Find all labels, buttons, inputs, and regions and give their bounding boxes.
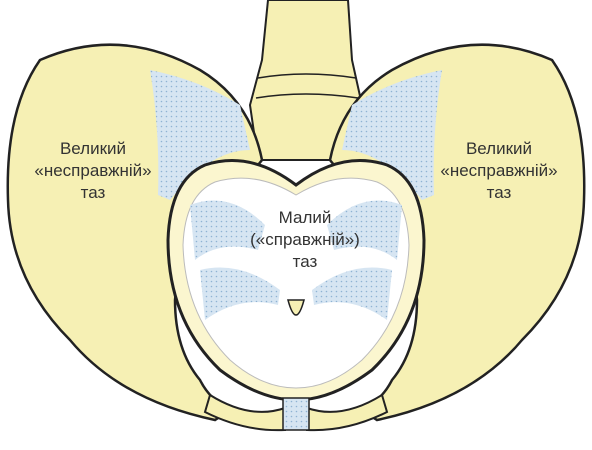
label-false-pelvis-left: Великий «несправжній» таз [8, 138, 178, 204]
label-line: «несправжній» [414, 160, 584, 182]
label-line: таз [414, 182, 584, 204]
pubic-symphysis [205, 395, 387, 430]
label-line: таз [8, 182, 178, 204]
label-line: Малий [220, 207, 390, 229]
label-line: «несправжній» [8, 160, 178, 182]
label-line: Великий [414, 138, 584, 160]
label-line: таз [220, 251, 390, 273]
label-line: («справжній») [220, 229, 390, 251]
label-line: Великий [8, 138, 178, 160]
label-false-pelvis-right: Великий «несправжній» таз [414, 138, 584, 204]
label-true-pelvis: Малий («справжній») таз [220, 207, 390, 273]
